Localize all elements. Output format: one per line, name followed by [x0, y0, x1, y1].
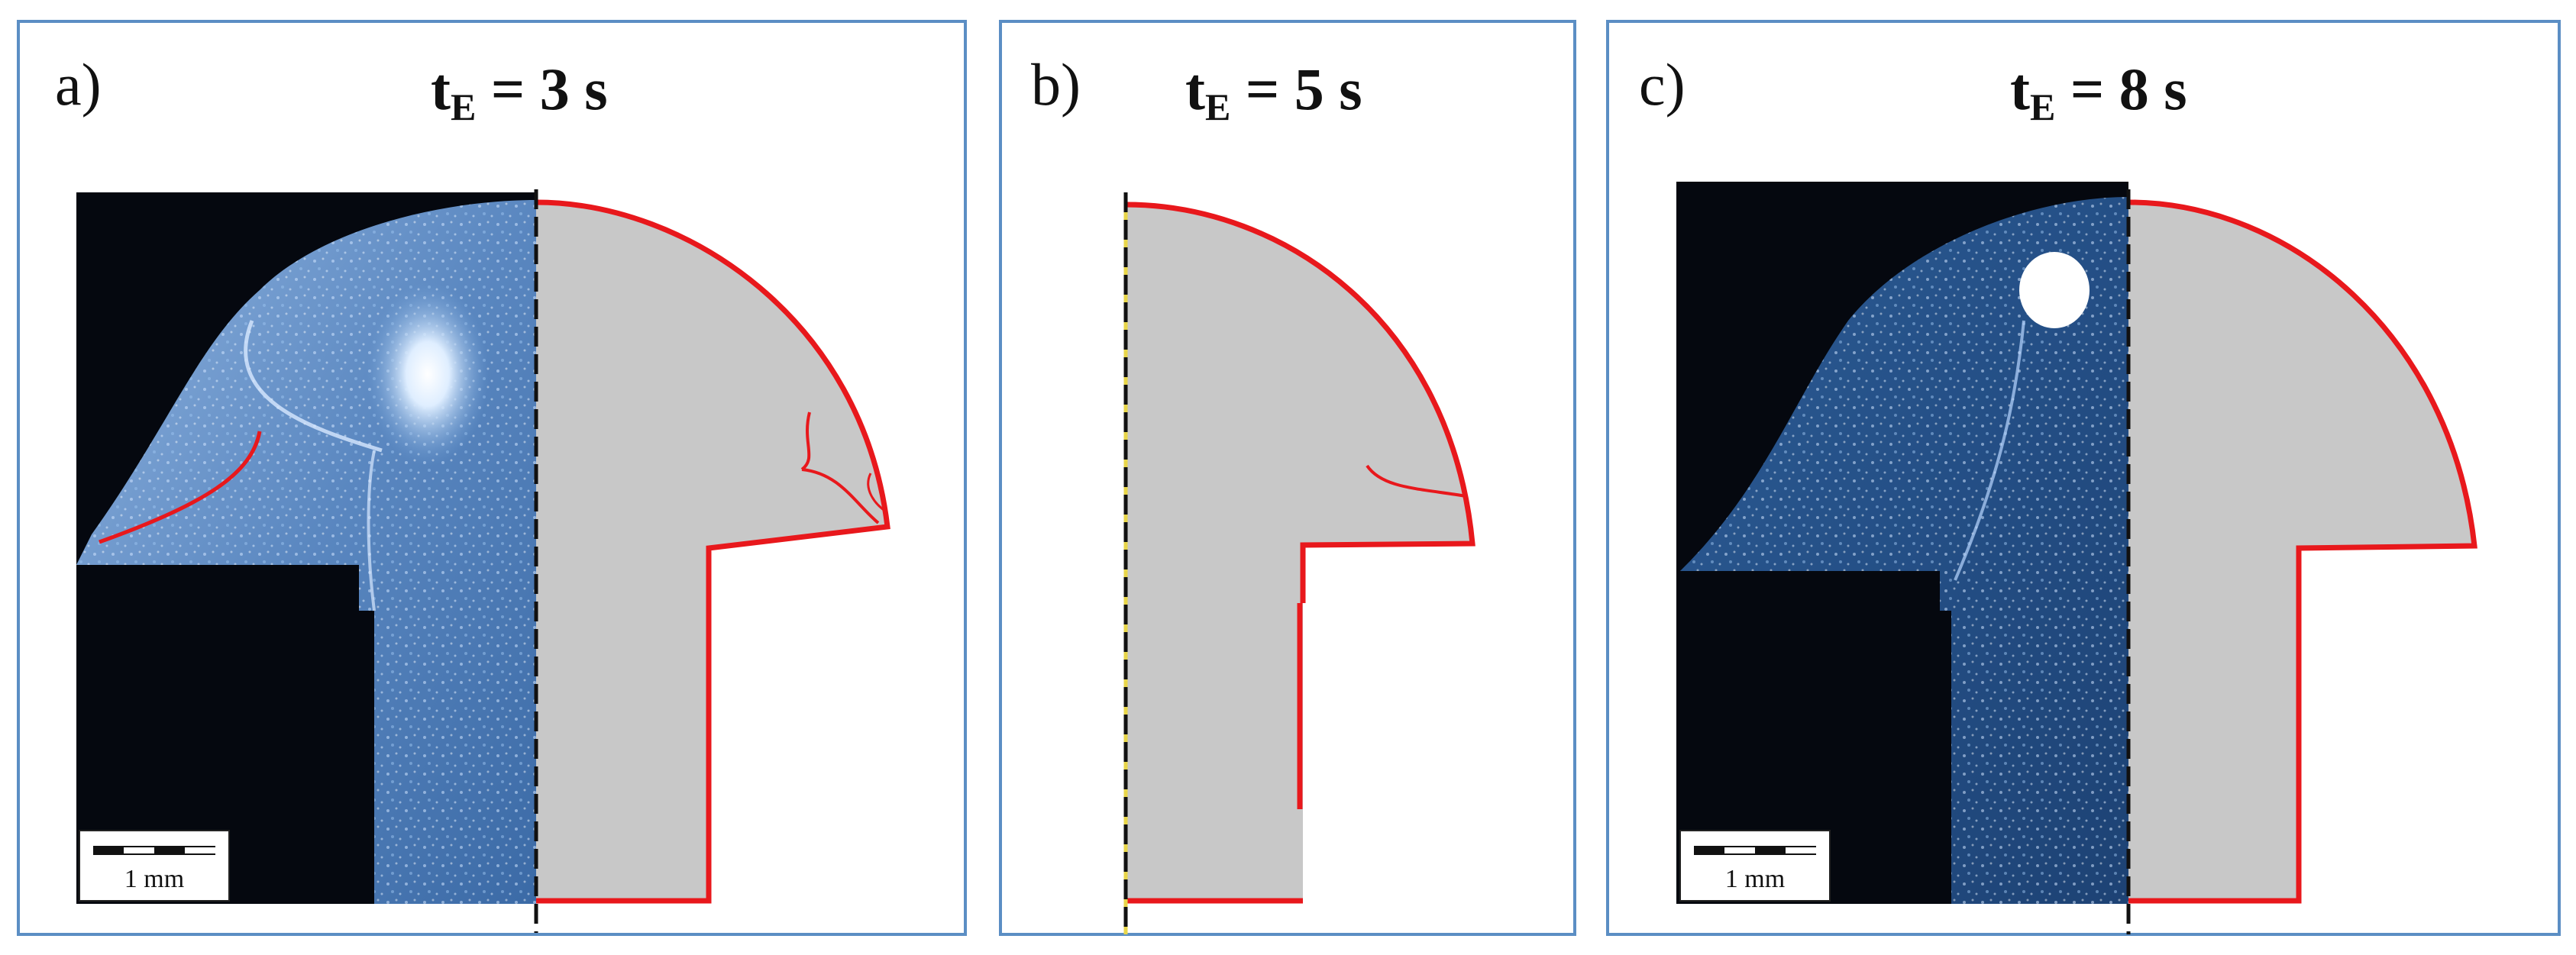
title-subscript: E: [450, 85, 477, 128]
panel-c-title: tE = 8 s: [2010, 60, 2187, 128]
panel-a-micrograph: 1 mm: [76, 192, 536, 904]
scale-bar-label: 1 mm: [1725, 865, 1785, 893]
flow-line: [244, 320, 383, 453]
title-subscript: E: [2029, 85, 2056, 128]
title-value: = 5 s: [1230, 56, 1362, 122]
title-symbol: t: [1185, 56, 1205, 122]
scale-bar-label: 1 mm: [124, 865, 184, 893]
outer-contour: [1125, 202, 1475, 904]
outer-contour: [2128, 199, 2477, 904]
simulated-section: [536, 202, 887, 901]
scale-bar-box: [79, 830, 230, 902]
panel-b-label: b): [1031, 51, 1081, 118]
title-subscript: E: [1204, 85, 1231, 128]
crack-line: [800, 411, 811, 471]
crack-line: [801, 468, 880, 524]
panel-b-simulation: [1125, 202, 1475, 904]
deformation-hotspot: [367, 282, 489, 466]
title-value: = 3 s: [476, 56, 608, 122]
title-symbol: t: [431, 56, 451, 122]
contour-line: [99, 431, 262, 544]
simulated-section: [1126, 205, 1472, 901]
outer-contour: [535, 199, 890, 904]
scale-bar-box: [1679, 830, 1831, 902]
panel-c-simulation: [2128, 199, 2477, 904]
title-value: = 8 s: [2055, 56, 2187, 122]
deformation-hotspot: [2019, 252, 2090, 328]
crack-line: [1366, 464, 1467, 498]
flow-line: [1954, 320, 2025, 581]
title-symbol: t: [2010, 56, 2030, 122]
crack-line: [867, 473, 887, 513]
panel-a-simulation: [535, 199, 890, 904]
flow-line: [367, 450, 376, 611]
panel-c-label: c): [1639, 51, 1686, 118]
panel-c-micrograph: 1 mm: [1676, 182, 2128, 904]
simulated-section: [2128, 202, 2474, 901]
panel-b-title: tE = 5 s: [1185, 60, 1362, 128]
panel-a-title: tE = 3 s: [431, 60, 608, 128]
panel-a-label: a): [55, 51, 102, 118]
